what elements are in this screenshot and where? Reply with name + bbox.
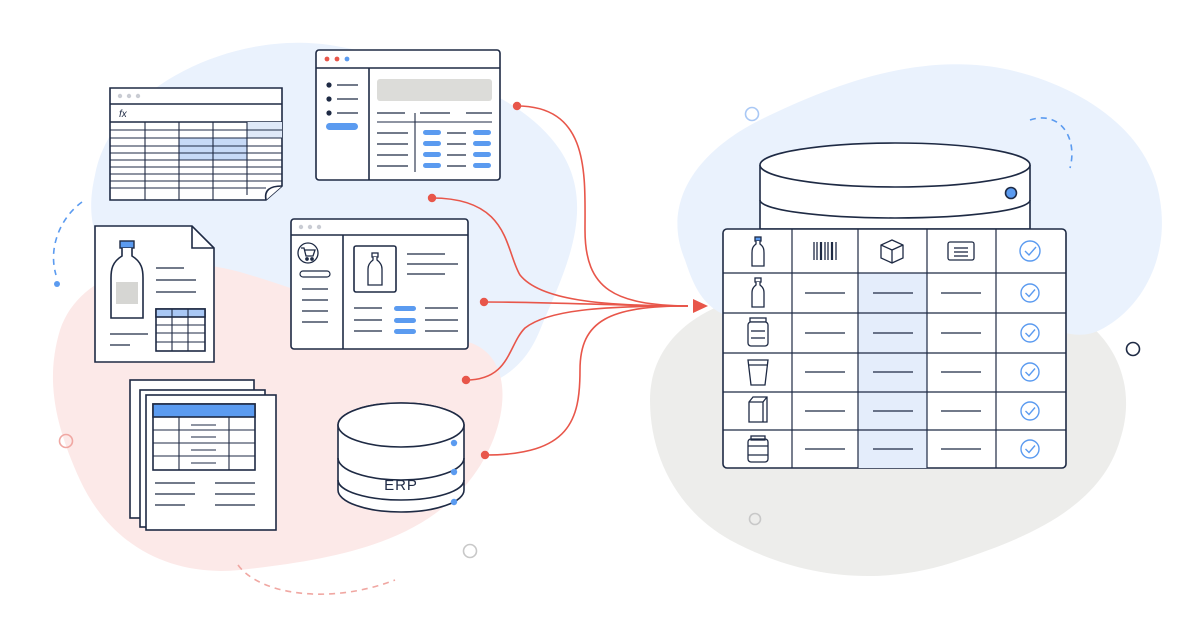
decorative-accents: [52, 106, 1141, 595]
document-mini-table: [155, 308, 206, 352]
connector-lines: [427, 101, 708, 460]
ecommerce-search-bar: [299, 270, 331, 278]
dot-left: [54, 281, 60, 287]
report-pages-stack: [129, 379, 277, 531]
row-can-icon: [747, 435, 769, 463]
row-cup-icon: [747, 359, 769, 386]
connector-from-dashboard: [516, 105, 689, 307]
dashed-arc-left: [52, 201, 83, 276]
dashboard-blue-pills: [423, 130, 491, 168]
ring-blue-top: [744, 106, 760, 122]
header-barcode-icon: [813, 242, 837, 260]
spreadsheet-page-curl: [264, 185, 283, 201]
report-table: [152, 403, 256, 471]
ring-gray-right: [748, 512, 762, 526]
table-column-dividers: [791, 229, 997, 468]
erp-label: ERP: [384, 477, 418, 494]
window-dots: [324, 56, 350, 62]
cart-icon: [297, 242, 319, 264]
ring-pink-left: [58, 433, 74, 449]
connector-arrowhead: [693, 299, 708, 313]
dashboard-sidebar-button: [326, 123, 358, 130]
spreadsheet-formula-label: fx: [119, 109, 128, 120]
row-jar-icon: [747, 317, 769, 347]
bottle-icon: [367, 252, 383, 286]
product-sheet-document: [94, 225, 215, 363]
dashed-arc-bottom: [237, 564, 396, 595]
row-bottle-icon: [751, 277, 765, 308]
window-dots: [298, 224, 322, 230]
erp-status-dots: [450, 439, 458, 506]
row-carton-icon: [748, 396, 768, 423]
dashboard-banner: [377, 79, 492, 101]
header-box-icon: [880, 239, 904, 264]
row-check-circle-icons: [1020, 283, 1040, 459]
document-fold: [191, 226, 214, 249]
table-value-dashes: [805, 292, 981, 450]
dashed-arc-right: [1029, 117, 1073, 169]
table-row-dividers: [723, 272, 1066, 431]
connector-from-lower: [465, 305, 689, 381]
ring-gray-bottom: [462, 543, 478, 559]
header-label-icon: [947, 241, 975, 261]
product-table: [722, 228, 1067, 469]
header-bottle-icon: [751, 236, 765, 267]
unified-database-cylinder: [759, 142, 1031, 230]
bottle-icon: [110, 240, 144, 319]
dashboard-window: [315, 49, 501, 181]
dashboard-sidebar-bullets: [326, 82, 332, 116]
ecommerce-blue-pills: [394, 306, 416, 334]
spreadsheet-window: fx: [109, 87, 283, 201]
connector-from-erp: [484, 305, 689, 456]
ring-navy-right: [1125, 341, 1141, 357]
header-check-circle-icon: [1019, 240, 1041, 262]
spreadsheet-gridlines: [110, 122, 282, 200]
dashboard-frame: [315, 49, 501, 181]
database-status-dot: [1004, 186, 1018, 200]
ecommerce-window: [290, 218, 469, 350]
highlight-column: [858, 273, 927, 468]
window-dots: [117, 93, 141, 99]
erp-database: ERP: [337, 402, 465, 513]
